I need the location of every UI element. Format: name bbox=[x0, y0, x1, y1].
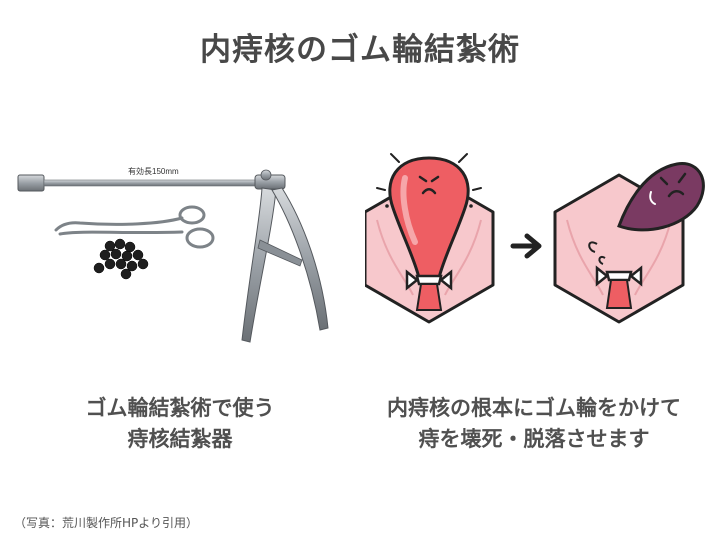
caption-line: ゴム輪結紮術で使う bbox=[85, 396, 275, 420]
ligator-instrument-photo: 有効長150mm bbox=[17, 166, 329, 343]
right-arrow-icon bbox=[510, 233, 542, 259]
caption-line: 痔を壊死・脱落させます bbox=[418, 427, 650, 451]
caption-procedure: 内痔核の根本にゴム輪をかけて 痔を壊死・脱落させます bbox=[358, 393, 710, 455]
caption-line: 内痔核の根本にゴム輪をかけて bbox=[387, 396, 681, 420]
after-panel bbox=[553, 162, 705, 324]
ligator-tube bbox=[17, 169, 286, 192]
banding-illustration bbox=[365, 153, 705, 324]
before-panel bbox=[365, 153, 495, 324]
measure-label: 有効長150mm bbox=[128, 166, 179, 176]
rubber-band bbox=[405, 269, 453, 291]
slide-title: 内痔核のゴム輪結紮術 bbox=[200, 32, 520, 68]
ligator-handle bbox=[241, 187, 329, 343]
hemorrhoid-purple bbox=[617, 162, 705, 232]
rubber-band bbox=[595, 265, 643, 287]
rubber-bands bbox=[93, 238, 149, 280]
forceps bbox=[54, 205, 215, 249]
caption-instrument: ゴム輪結紮術で使う 痔核結紮器 bbox=[20, 393, 340, 455]
caption-line: 痔核結紮器 bbox=[127, 427, 233, 451]
source-note: （写真：荒川製作所HPより引用） bbox=[14, 516, 199, 530]
